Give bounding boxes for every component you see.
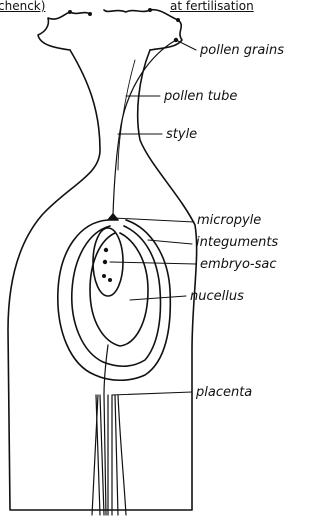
funicle [104,345,108,395]
leader-placenta [112,392,192,395]
embryo-sac-nuclei [102,248,112,282]
leader-pollen-grains [176,40,196,50]
label-embryo-sac: embryo-sac [200,258,276,271]
placenta-tissue [92,395,126,515]
header-left: chenck) [0,0,45,12]
outer-integument [58,220,171,380]
label-pollen-grains: pollen grains [200,44,284,57]
label-placenta: placenta [196,386,252,399]
label-micropyle: micropyle [197,214,261,227]
header-right: at fertilisation [170,0,254,12]
label-pollen-tube: pollen tube [164,90,237,103]
label-integuments: integuments [196,236,278,249]
stigma-left [38,12,90,50]
leader-nucellus [130,296,186,300]
micropyle-mark [108,214,118,220]
style-canal [118,60,135,170]
label-style: style [166,128,197,141]
label-nucellus: nucellus [190,290,244,303]
